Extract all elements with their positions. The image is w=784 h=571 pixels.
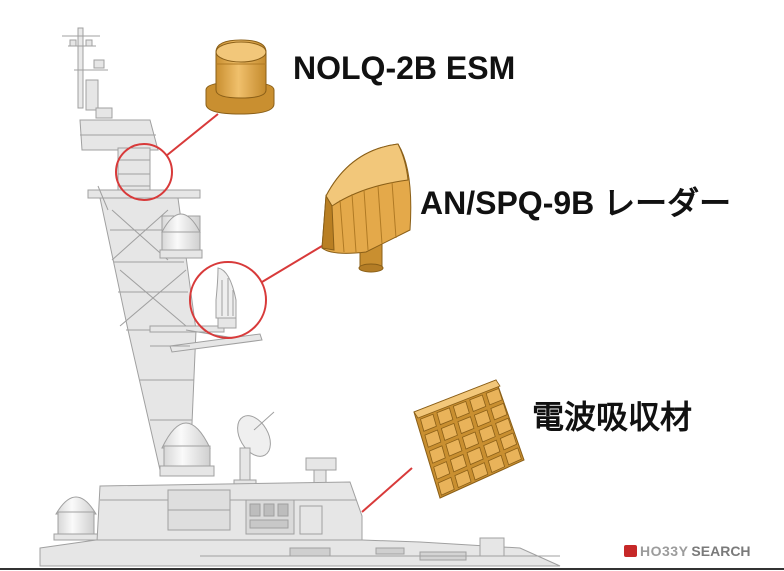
esm-label: NOLQ-2B ESM <box>293 50 516 86</box>
absorber-leader-line <box>361 467 413 513</box>
absorber-cell <box>469 394 487 412</box>
watermark-suffix: SEARCH <box>691 543 751 559</box>
absorber-cell <box>454 469 472 489</box>
absorber-cell <box>471 462 489 481</box>
absorber-cell <box>490 402 508 421</box>
spq-leader-line <box>261 245 323 283</box>
esm-part-illustration <box>205 39 275 115</box>
radar-absorber-label: 電波吸収材 <box>532 398 693 436</box>
absorber-cell <box>499 432 518 451</box>
absorber-cell <box>440 422 458 441</box>
absorber-cell <box>478 424 496 443</box>
absorber-cell <box>466 446 484 466</box>
absorber-cell <box>433 461 451 480</box>
spq-radar-part-illustration <box>321 143 412 273</box>
absorber-grid-cells <box>420 388 522 496</box>
spq-radar-label: AN/SPQ-9B レーダー <box>420 185 732 221</box>
esm-highlight-circle <box>115 143 173 201</box>
esm-leader-line <box>165 113 219 157</box>
absorber-cell <box>457 416 475 435</box>
absorber-cell <box>449 453 467 473</box>
absorber-cell <box>461 431 480 450</box>
watermark-brand: HO33Y <box>640 543 689 559</box>
spq-highlight-circle <box>189 261 267 339</box>
absorber-cell <box>420 413 437 432</box>
ship-mast <box>39 27 561 567</box>
absorber-cell <box>473 409 491 428</box>
absorber-cell <box>495 417 513 436</box>
absorber-cell <box>428 445 446 464</box>
absorber-cell <box>504 447 522 466</box>
absorber-cell <box>436 407 454 426</box>
absorber-cell <box>445 438 463 457</box>
absorber-cell <box>483 439 501 458</box>
absorber-cell <box>487 454 506 474</box>
absorber-cell <box>485 388 503 406</box>
leader-lines <box>115 113 413 513</box>
absorber-cell <box>452 400 470 419</box>
absorber-cell <box>437 476 455 496</box>
absorber-cell <box>424 429 442 448</box>
brand-logo-icon <box>624 545 637 557</box>
absorber-panel-illustration <box>413 379 525 499</box>
